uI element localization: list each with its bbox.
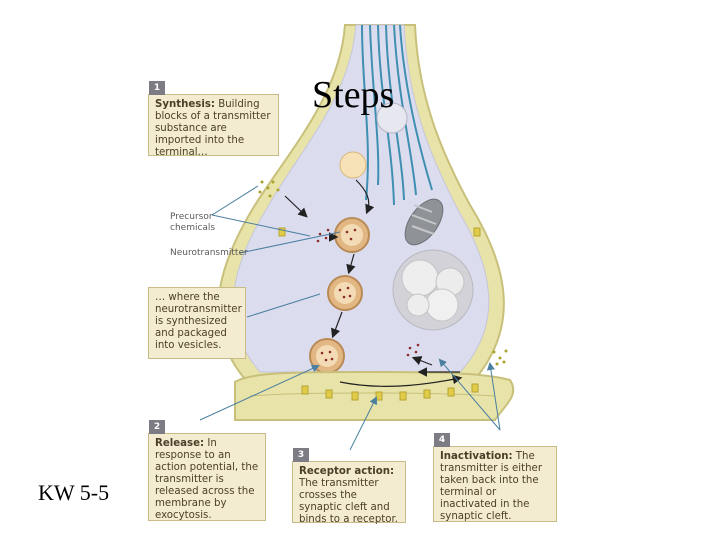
synaptic-vesicles	[309, 217, 370, 374]
step-heading: Synthesis:	[155, 99, 215, 110]
step-body: Building blocks of a transmitter substan…	[155, 99, 271, 158]
step-number: 1	[149, 81, 165, 95]
neurotransmitter-dots	[316, 228, 420, 362]
large-granular-body	[392, 249, 474, 331]
step-number: 3	[293, 448, 309, 462]
step-heading: Release:	[155, 438, 205, 449]
precursor-dots	[258, 180, 508, 366]
step-heading: Inactivation:	[440, 451, 513, 462]
receptors	[278, 227, 481, 401]
step-body: … where the neurotransmitter is synthesi…	[155, 292, 242, 351]
step-number: 4	[434, 433, 450, 447]
postsynaptic-membrane	[234, 371, 515, 421]
synthesis-continued-box: … where the neurotransmitter is synthesi…	[148, 287, 246, 359]
slide-title: Steps	[312, 74, 395, 116]
slide-footer-label: KW 5-5	[38, 480, 110, 505]
precursor-label: Precursor chemicals	[170, 212, 216, 233]
step-body: In response to an action potential, the …	[155, 438, 259, 521]
step-1-box: 1 Synthesis: Building blocks of a transm…	[148, 81, 279, 158]
step-heading: Receptor action:	[299, 466, 395, 477]
step-number: 2	[149, 420, 165, 434]
neurotransmitter-label: Neurotransmitter	[170, 248, 248, 258]
transport-vesicle-top	[376, 102, 408, 134]
step-body: The transmitter crosses the synaptic cle…	[299, 478, 398, 525]
leader-lines	[199, 185, 501, 451]
step-body: The transmitter is either taken back int…	[440, 451, 543, 522]
mitochondrion	[404, 198, 444, 246]
transport-vesicle-small	[339, 151, 367, 179]
step-3-box: 3 Receptor action: The transmitter cross…	[292, 448, 406, 525]
step-2-box: 2 Release: In response to an action pote…	[148, 420, 266, 521]
step-4-box: 4 Inactivation: The transmitter is eithe…	[433, 433, 557, 522]
